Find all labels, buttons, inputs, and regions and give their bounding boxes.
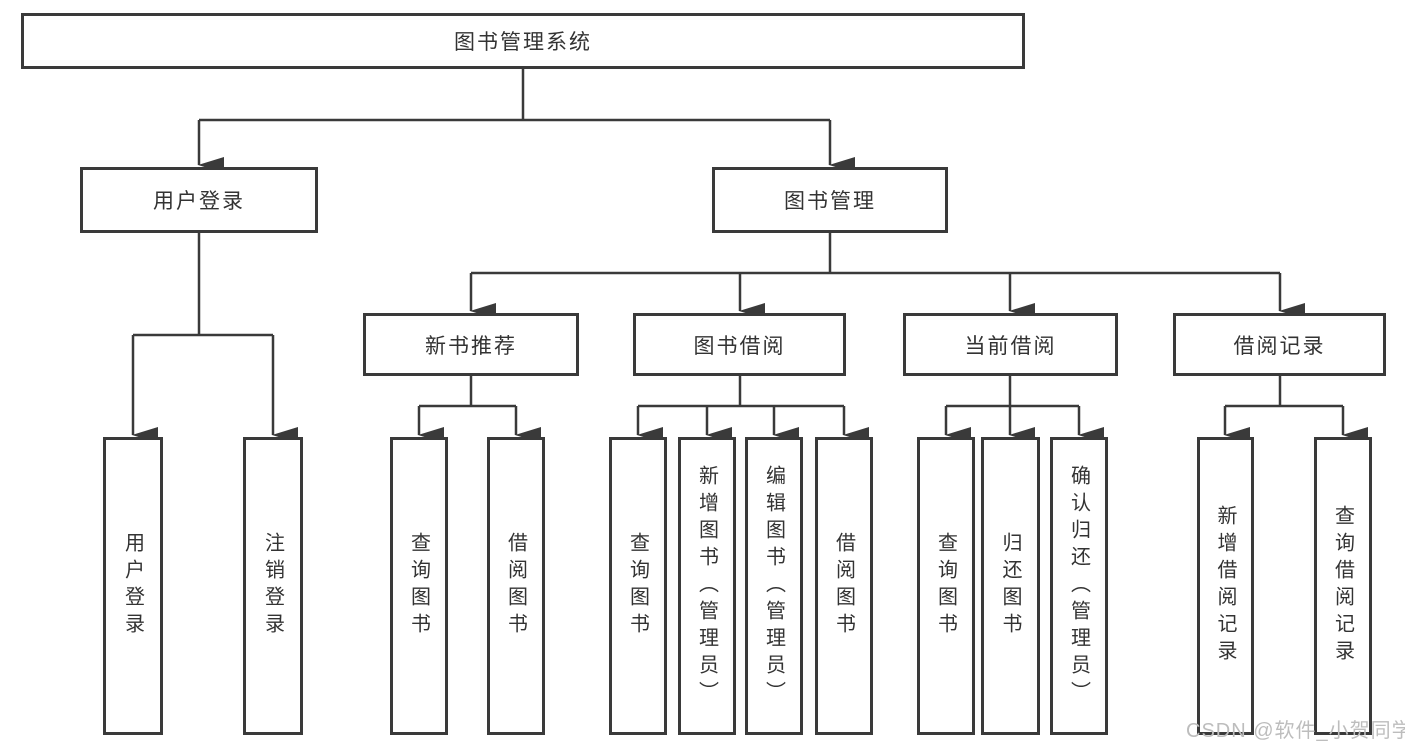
leaf-confirm-return-admin-label: 确认归还（管理员） [1067, 464, 1090, 708]
leaf-query-books-current: 查询图书 [917, 437, 975, 735]
leaf-query-books-recommend: 查询图书 [390, 437, 448, 735]
leaf-borrow-books-recommend-label: 借阅图书 [504, 532, 527, 640]
leaf-query-borrow-record-label: 查询借阅记录 [1331, 505, 1354, 667]
node-user-login-label: 用户登录 [153, 190, 245, 213]
leaf-add-borrow-record-label: 新增借阅记录 [1214, 505, 1236, 667]
leaf-edit-book-admin-label: 编辑图书（管理员） [762, 464, 785, 708]
node-new-book-recommend-label: 新书推荐 [425, 334, 517, 358]
leaf-query-books-borrowing-label: 查询图书 [626, 532, 649, 640]
leaf-borrow-books-borrowing: 借阅图书 [815, 437, 873, 735]
leaf-query-books-borrowing: 查询图书 [609, 437, 667, 735]
node-current-borrowing-label: 当前借阅 [964, 334, 1057, 358]
leaf-add-borrow-record: 新增借阅记录 [1197, 437, 1254, 735]
leaf-borrow-books-borrowing-label: 借阅图书 [832, 532, 855, 640]
leaf-edit-book-admin: 编辑图书（管理员） [745, 437, 803, 735]
leaf-logout-label: 注销登录 [261, 532, 284, 640]
leaf-add-book-admin: 新增图书（管理员） [678, 437, 736, 735]
node-root-label: 图书管理系统 [454, 31, 592, 54]
node-book-borrowing: 图书借阅 [633, 313, 846, 376]
node-root: 图书管理系统 [21, 13, 1025, 69]
leaf-query-borrow-record: 查询借阅记录 [1314, 437, 1372, 735]
node-book-management: 图书管理 [712, 167, 948, 233]
leaf-query-books-current-label: 查询图书 [934, 532, 957, 640]
leaf-add-book-admin-label: 新增图书（管理员） [695, 464, 718, 708]
leaf-query-books-recommend-label: 查询图书 [407, 532, 430, 640]
csdn-watermark: CSDN @软件_小贺同学 [1186, 720, 1405, 742]
leaf-user-login: 用户登录 [103, 437, 163, 735]
node-borrowing-records-label: 借阅记录 [1233, 334, 1326, 358]
node-current-borrowing: 当前借阅 [903, 313, 1118, 376]
node-book-borrowing-label: 图书借阅 [693, 334, 786, 358]
node-book-management-label: 图书管理 [784, 190, 876, 213]
leaf-confirm-return-admin: 确认归还（管理员） [1050, 437, 1108, 735]
node-borrowing-records: 借阅记录 [1173, 313, 1386, 376]
leaf-return-book: 归还图书 [981, 437, 1040, 735]
node-user-login: 用户登录 [80, 167, 318, 233]
leaf-borrow-books-recommend: 借阅图书 [487, 437, 545, 735]
leaf-logout: 注销登录 [243, 437, 303, 735]
node-new-book-recommend: 新书推荐 [363, 313, 579, 376]
leaf-return-book-label: 归还图书 [999, 532, 1021, 640]
leaf-user-login-label: 用户登录 [121, 532, 144, 640]
